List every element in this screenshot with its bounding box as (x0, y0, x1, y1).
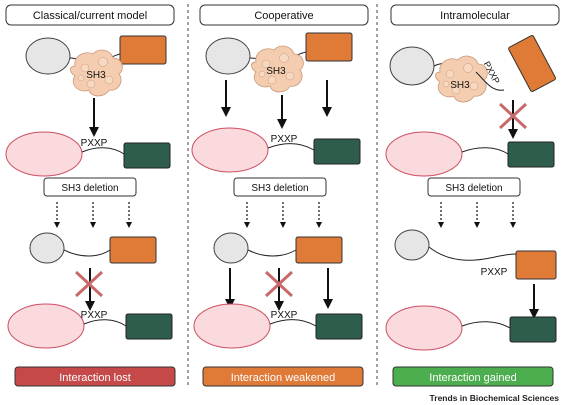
panel-title-box (199, 4, 369, 26)
grey-domain (25, 37, 71, 75)
orange-domain (109, 236, 157, 264)
sh3-label: SH3 (86, 70, 106, 81)
green-domain (315, 313, 363, 340)
deletion-label: SH3 deletion (251, 183, 308, 194)
linker (247, 249, 297, 257)
panel-title-box (5, 4, 175, 26)
panel-title-box (390, 4, 560, 26)
partner-linker (83, 319, 127, 327)
footer-credit: Trends in Biochemical Sciences (430, 393, 560, 403)
orange-domain (295, 236, 343, 264)
partner-domain (5, 131, 83, 177)
pxxp-motif: PXXP (271, 310, 298, 321)
result-box (14, 366, 176, 387)
partner-linker (269, 319, 317, 327)
result-label: Interaction weakened (231, 372, 336, 384)
partner-domain (191, 127, 269, 173)
partner-domain (7, 303, 85, 349)
panel-intramolecular: Intramolecular SH3 PXXP SH3 deletion PXX… (385, 4, 560, 387)
deletion-box (233, 177, 327, 197)
sh3-label: SH3 (450, 80, 470, 91)
orange-domain (515, 250, 557, 280)
orange-domain (508, 35, 556, 92)
panel-title: Intramolecular (440, 10, 510, 22)
linker (428, 246, 517, 261)
panel-title: Classical/current model (33, 10, 147, 22)
linker (63, 249, 111, 257)
panel-cooperative: Cooperative SH3 PXXP SH3 deletion PXXP (191, 4, 369, 387)
deletion-box (427, 177, 521, 197)
deletion-label: SH3 deletion (445, 183, 502, 194)
sh3-label: SH3 (266, 66, 286, 77)
grey-domain (205, 37, 251, 75)
green-domain (509, 316, 557, 343)
cross-icon (74, 270, 104, 298)
pxxp-motif: PXXP (481, 267, 508, 278)
orange-domain (305, 32, 353, 62)
partner-domain (193, 303, 271, 349)
grey-domain (29, 232, 65, 264)
partner-linker (461, 321, 511, 329)
green-domain (313, 138, 361, 165)
partner-linker (267, 143, 315, 151)
result-box (202, 366, 364, 387)
partner-domain (385, 305, 463, 351)
deletion-box (43, 177, 137, 197)
green-domain (125, 313, 173, 340)
pxxp-motif: PXXP (81, 310, 108, 321)
cross-icon (498, 102, 528, 130)
grey-domain (213, 232, 249, 264)
panel-classical: Classical/current model SH3 PXXP SH3 del… (5, 4, 176, 387)
result-box (392, 366, 554, 387)
cross-icon (264, 270, 294, 298)
grey-domain (389, 46, 435, 86)
grey-domain (394, 229, 430, 261)
deletion-label: SH3 deletion (61, 183, 118, 194)
result-label: Interaction lost (59, 372, 131, 384)
orange-domain (119, 35, 167, 65)
pxxp-motif: PXXP (81, 138, 108, 149)
panel-title: Cooperative (254, 10, 313, 22)
partner-linker (81, 147, 125, 155)
green-domain (123, 142, 171, 169)
pxxp-motif: PXXP (271, 134, 298, 145)
linker (475, 71, 505, 91)
green-domain (507, 141, 555, 168)
result-label: Interaction gained (429, 372, 516, 384)
partner-linker (461, 147, 509, 155)
partner-domain (385, 131, 463, 177)
